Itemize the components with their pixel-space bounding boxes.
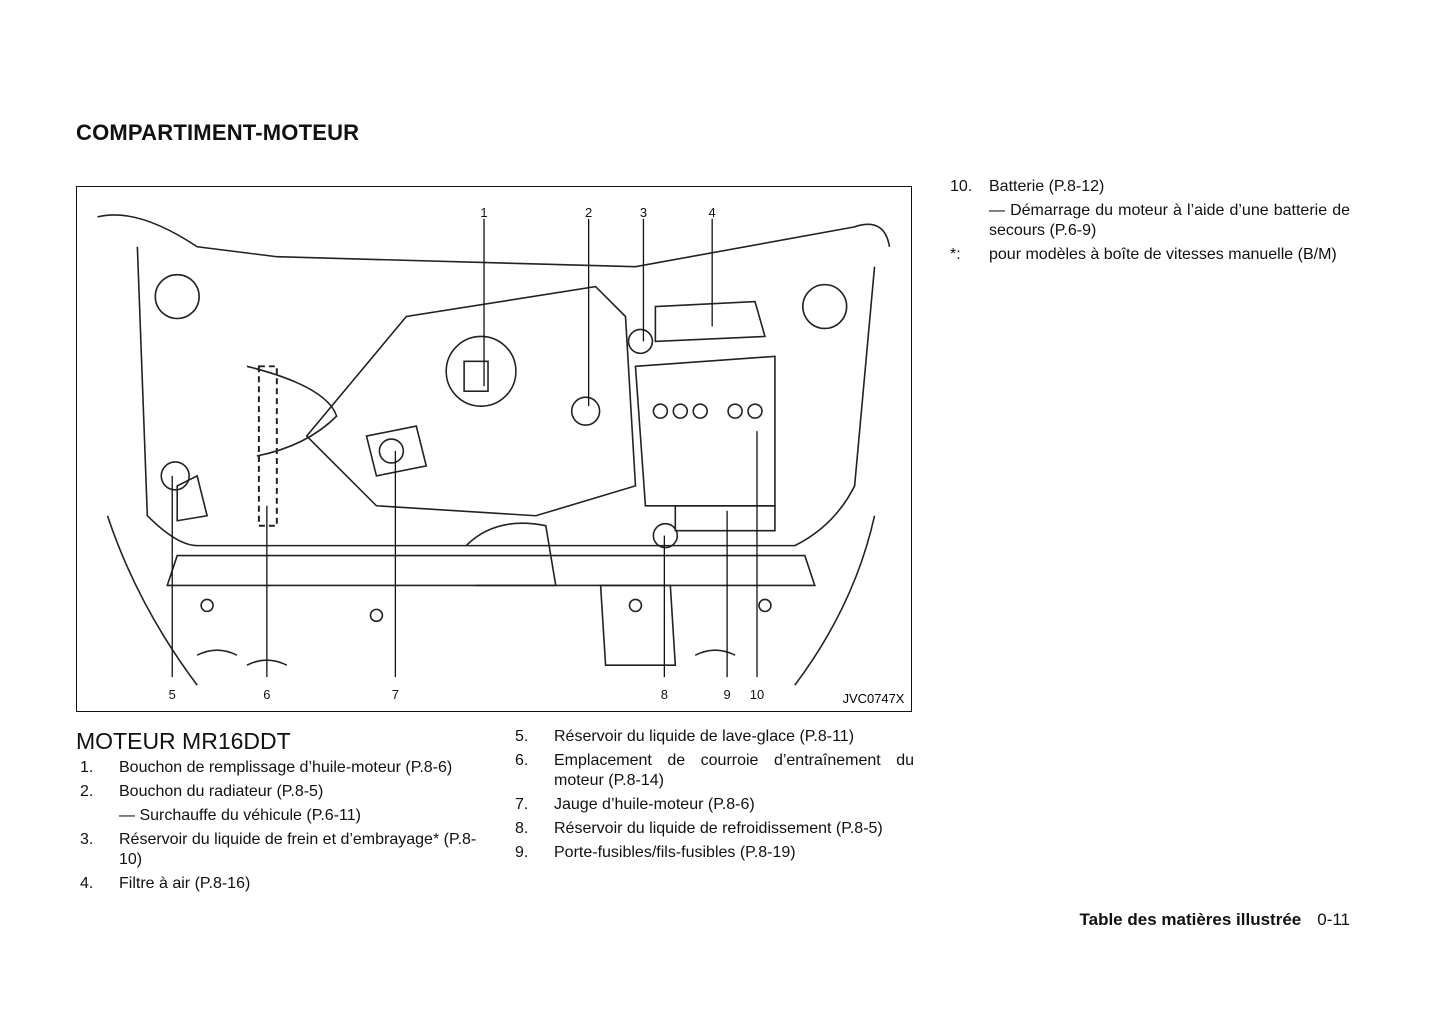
footer-section-title: Table des matières illustrée xyxy=(1079,910,1302,929)
callout-5: 5 xyxy=(169,687,176,702)
page-number: 0-11 xyxy=(1317,910,1350,929)
list-item: 1.Bouchon de remplissage d’huile-moteur … xyxy=(80,759,453,776)
list-item: 9.Porte-fusibles/fils-fusibles (P.8-19) xyxy=(515,844,796,861)
list-item: 6.Emplacement de courroie d’entraînement… xyxy=(515,752,914,789)
callout-8: 8 xyxy=(661,687,668,702)
callout-3: 3 xyxy=(640,205,647,220)
list-item: 2.Bouchon du radiateur (P.8-5)— Surchauf… xyxy=(80,783,361,824)
callout-10: 10 xyxy=(750,687,764,702)
page-footer: Table des matières illustrée 0-11 xyxy=(1080,910,1351,930)
callout-1: 1 xyxy=(480,205,487,220)
list-item: 10.Batterie (P.8-12)— Démarrage du moteu… xyxy=(950,178,1350,239)
section-heading: MOTEUR MR16DDT xyxy=(76,728,291,754)
engine-compartment-diagram: 1 2 3 4 5 6 7 8 9 10 JVC0747X xyxy=(76,186,912,712)
callout-7: 7 xyxy=(392,687,399,702)
legend-column-2: 5.Réservoir du liquide de lave-glace (P.… xyxy=(511,727,914,867)
list-item: 8.Réservoir du liquide de refroidissemen… xyxy=(515,820,883,837)
callout-9: 9 xyxy=(724,687,731,702)
legend-column-1: 1.Bouchon de remplissage d’huile-moteur … xyxy=(76,758,496,898)
figure-code: JVC0747X xyxy=(843,691,905,706)
callout-6: 6 xyxy=(263,687,270,702)
engine-illustration: 1 2 3 4 5 6 7 8 9 10 JVC0747X xyxy=(97,205,905,706)
list-item: 5.Réservoir du liquide de lave-glace (P.… xyxy=(515,728,855,745)
list-item: 7.Jauge d’huile-moteur (P.8-6) xyxy=(515,796,755,813)
callout-4: 4 xyxy=(709,205,716,220)
footnote: *:pour modèles à boîte de vitesses manue… xyxy=(950,246,1337,263)
list-item: 3.Réservoir du liquide de frein et d’emb… xyxy=(80,831,477,868)
page-title: COMPARTIMENT-MOTEUR xyxy=(76,120,360,145)
callout-2: 2 xyxy=(585,205,592,220)
list-item: 4.Filtre à air (P.8-16) xyxy=(80,875,251,892)
legend-column-3: 10.Batterie (P.8-12)— Démarrage du moteu… xyxy=(946,177,1350,269)
